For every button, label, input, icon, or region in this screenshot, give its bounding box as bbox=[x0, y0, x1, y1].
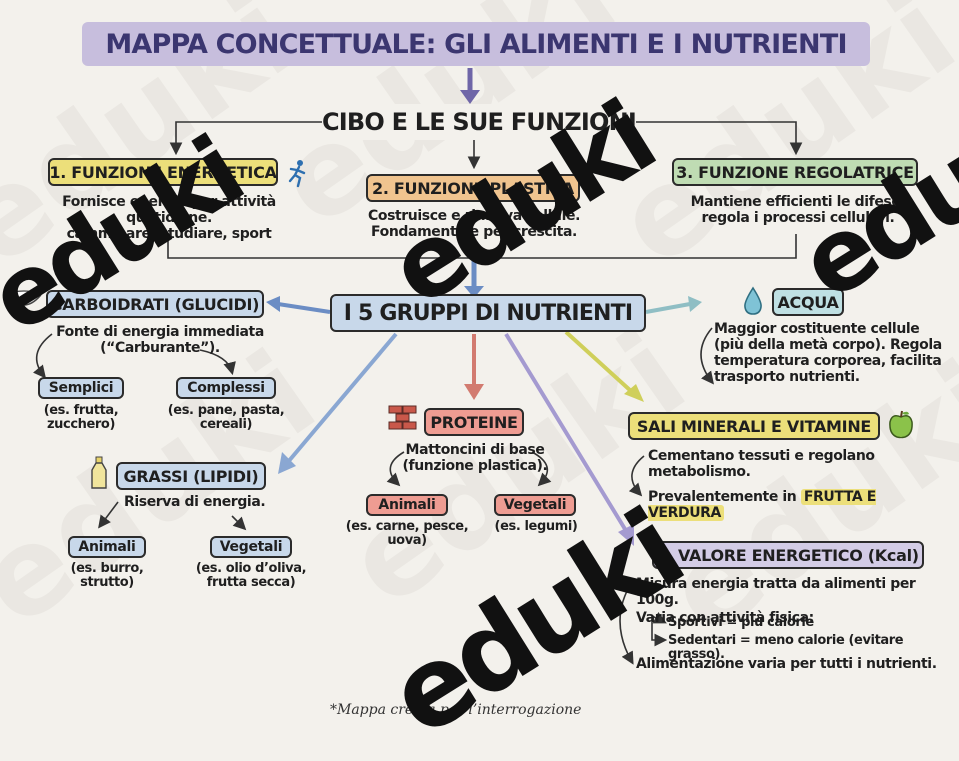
bowl-icon bbox=[6, 284, 42, 308]
funzione-plastica-label: 2. FUNZIONE PLASTICA bbox=[366, 174, 580, 202]
valore-energetico-text: Misura energia tratta da alimenti per 10… bbox=[636, 576, 916, 626]
page-title: MAPPA CONCETTUALE: GLI ALIMENTI E I NUTR… bbox=[82, 22, 870, 66]
grassi-animali-label: Animali bbox=[68, 536, 146, 558]
grassi-vegetali-label: Vegetali bbox=[210, 536, 292, 558]
proteine-animali-label: Animali bbox=[366, 494, 448, 516]
acqua-label: ACQUA bbox=[772, 288, 844, 316]
water-drop-icon bbox=[742, 286, 764, 316]
gruppi-nutrienti-title: I 5 GRUPPI DI NUTRIENTI bbox=[330, 294, 646, 332]
runner-icon bbox=[282, 158, 312, 188]
acqua-text: Maggior costituente cellule (più della m… bbox=[714, 321, 942, 385]
carboidrati-semplici-example: (es. frutta, zucchero) bbox=[43, 403, 119, 432]
funzione-energetica-label: 1. FUNZIONE ENERGETICA bbox=[48, 158, 278, 186]
footer-note: *Mappa creata per l’interrogazione bbox=[330, 702, 582, 718]
sali-frutta-line: Prevalentemente in FRUTTA E VERDURA bbox=[648, 489, 876, 521]
proteine-label: PROTEINE bbox=[424, 408, 524, 436]
proteine-vegetali-example: (es. legumi) bbox=[494, 519, 578, 534]
carboidrati-label: CARBOIDRATI (GLUCIDI) bbox=[46, 290, 264, 318]
cibo-title: CIBO E LE SUE FUNZIONI bbox=[322, 104, 637, 140]
apple-icon bbox=[886, 408, 916, 440]
funzione-energetica-text: Fornisce energia per attività quotidiane… bbox=[62, 194, 276, 242]
proteine-text: Mattoncini di base (funzione plastica). bbox=[402, 442, 548, 474]
sali-minerali-label: SALI MINERALI E VITAMINE bbox=[628, 412, 880, 440]
carboidrati-complessi-example: (es. pane, pasta, cereali) bbox=[167, 403, 285, 432]
connectors bbox=[32, 68, 803, 665]
grassi-text: Riserva di energia. bbox=[124, 494, 266, 510]
valore-energetico-sub: Sportivi = più calorie Sedentari = meno … bbox=[668, 615, 904, 662]
bricks-icon bbox=[388, 404, 418, 432]
funzione-plastica-text: Costruisce e rinnova cellule. Fondamenta… bbox=[367, 208, 581, 240]
proteine-vegetali-label: Vegetali bbox=[494, 494, 576, 516]
carboidrati-semplici-label: Semplici bbox=[38, 377, 124, 399]
carboidrati-complessi-label: Complessi bbox=[176, 377, 276, 399]
funzione-regolatrice-label: 3. FUNZIONE REGOLATRICE bbox=[672, 158, 918, 186]
valore-energetico-label: IL VALORE ENERGETICO (Kcal) bbox=[652, 541, 924, 569]
grassi-vegetali-example: (es. olio d’oliva, frutta secca) bbox=[195, 561, 307, 590]
funzione-regolatrice-text: Mantiene efficienti le difese, regola i … bbox=[690, 194, 906, 226]
grassi-animali-example: (es. burro, strutto) bbox=[70, 561, 144, 590]
proteine-animali-example: (es. carne, pesce, uova) bbox=[345, 519, 469, 548]
oil-bottle-icon bbox=[88, 456, 110, 490]
valore-energetico-last: Alimentazione varia per tutti i nutrient… bbox=[636, 656, 937, 672]
carboidrati-text: Fonte di energia immediata (“Carburante”… bbox=[56, 324, 264, 356]
sali-minerali-text: Cementano tessuti e regolano metabolismo… bbox=[648, 448, 875, 480]
grassi-label: GRASSI (LIPIDI) bbox=[116, 462, 266, 490]
